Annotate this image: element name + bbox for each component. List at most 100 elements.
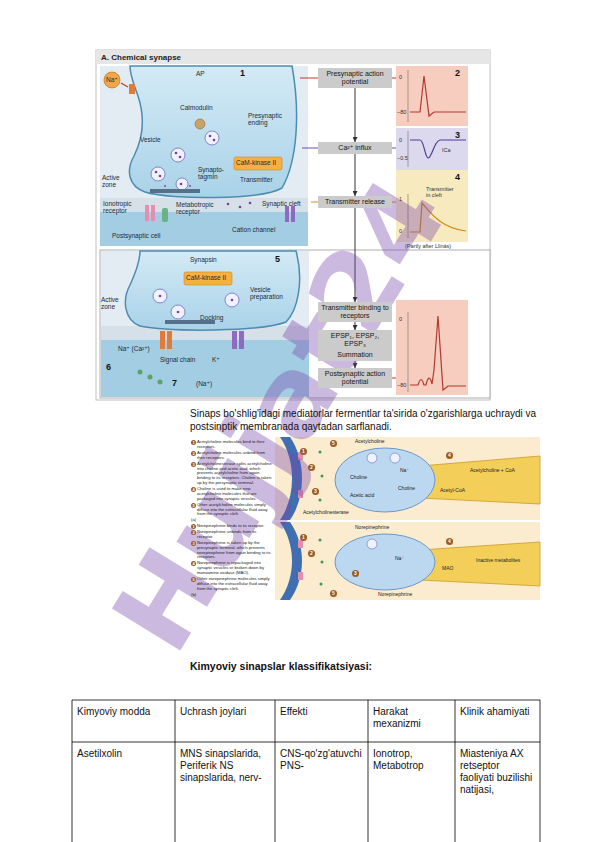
callout-number: 2	[455, 68, 460, 78]
callout-number: 5	[330, 590, 337, 597]
flow-arrow	[355, 208, 356, 302]
presynaptic-illustration	[145, 205, 149, 221]
diagram-label: Inactive metabolites	[476, 558, 528, 564]
diagram-label: Acetylcholinesterase	[303, 510, 349, 516]
norepinephrine-illustration	[420, 542, 540, 586]
axis-label: 0	[399, 137, 402, 143]
diagram-label: Ionotropic receptor	[103, 200, 141, 215]
presynaptic-illustration	[176, 178, 188, 190]
lower-illustration	[158, 380, 163, 385]
process-box: Summation	[318, 349, 392, 361]
axis-label: 1	[399, 196, 402, 202]
signal-graph	[408, 194, 409, 238]
callout-number: 4	[455, 172, 460, 182]
presynaptic-illustration	[164, 185, 166, 187]
lower-illustration	[239, 331, 244, 349]
pointer-line	[392, 378, 396, 379]
lower-illustration	[153, 289, 167, 303]
box-text: Ca²⁺ influx	[320, 144, 390, 152]
list-text: Norepinephrine is repackaged into synapt…	[197, 561, 273, 575]
lower-illustration	[177, 311, 180, 314]
pointer-line	[392, 202, 396, 203]
callout-number: 3	[312, 488, 319, 495]
list-number: 5	[191, 503, 196, 508]
diagram-label: Na⁺	[400, 468, 409, 474]
diagram-label: Calmodulin	[180, 104, 213, 111]
signal-graph	[396, 170, 468, 242]
list-number: 1	[191, 524, 196, 529]
presynaptic-illustration	[209, 135, 212, 138]
table-cell: Asetilxolin	[77, 748, 172, 760]
table-cell: Harakat mexanizmi	[373, 706, 451, 730]
process-box: Ca²⁺ influx	[318, 142, 392, 154]
axis-label: −0.5	[397, 155, 408, 161]
signal-graph	[396, 128, 468, 170]
norepinephrine-illustration	[275, 522, 540, 600]
diagram-label: CaM-kinase II	[186, 274, 230, 281]
signal-graph	[408, 70, 409, 122]
presynaptic-illustration	[205, 131, 219, 145]
figure-title: A. Chemical synapse	[101, 53, 181, 62]
table-grid	[72, 700, 540, 701]
callout-number: 5	[330, 440, 337, 447]
diagram-label: MAO	[442, 566, 453, 572]
table-grid	[72, 742, 540, 743]
presynaptic-illustration	[227, 203, 230, 206]
list-number: 1	[191, 440, 196, 445]
norepinephrine-illustration	[335, 534, 435, 590]
box-text: Presynaptic action potential	[320, 70, 390, 86]
callout-number: 3	[455, 130, 460, 140]
table-grid	[175, 700, 176, 842]
callout-number: 7	[172, 378, 177, 388]
presynaptic-illustration	[155, 171, 158, 174]
norepinephrine-illustration	[367, 539, 377, 549]
list-text: (b)	[191, 593, 196, 598]
table-cell: Miasteniya AX retseptor faoliyati buzili…	[460, 748, 536, 796]
axis-label: (Partly after Llinás)	[405, 243, 451, 249]
diagram-label: Na⁺ (Ca²⁺)	[118, 345, 150, 352]
signal-graph	[410, 76, 466, 116]
axis-label: Transmitter in cleft	[426, 186, 456, 199]
presynaptic-illustration	[175, 152, 178, 155]
box-text: Summation	[320, 351, 390, 359]
lower-illustration	[160, 331, 165, 349]
signal-graph	[410, 316, 466, 390]
lower-illustration	[101, 340, 309, 397]
flow-arrow	[355, 88, 356, 142]
axis-label: −80	[397, 382, 406, 388]
presynaptic-illustration	[239, 206, 242, 209]
lower-illustration	[148, 375, 153, 380]
figure-frame	[96, 50, 490, 64]
table-cell: Uchrash joylari	[180, 706, 270, 718]
callout-number: 2	[308, 464, 315, 471]
table-grid	[72, 700, 73, 842]
presynaptic-illustration	[100, 66, 308, 246]
lower-illustration	[100, 250, 490, 398]
callout-number: 6	[106, 362, 111, 372]
acetylcholine-illustration	[319, 451, 322, 454]
axis-label: ICa	[442, 147, 451, 153]
table-grid	[72, 700, 540, 842]
presynaptic-illustration	[213, 139, 216, 142]
process-box: Transmitter binding to receptors	[318, 302, 392, 322]
acetylcholine-illustration	[280, 437, 302, 520]
presynaptic-illustration	[171, 148, 185, 162]
diagram-label: K⁺	[212, 356, 220, 363]
diagram-label: Metabotropic receptor	[176, 201, 220, 216]
axis-label: 0	[399, 74, 402, 80]
norepinephrine-illustration	[298, 572, 303, 580]
acetylcholine-illustration	[319, 499, 322, 502]
norepinephrine-illustration	[321, 561, 324, 564]
callout-number: 1	[300, 534, 307, 541]
callout-number: 1	[300, 448, 307, 455]
signal-graph	[408, 131, 409, 167]
diagram-label: Cation channel	[232, 226, 275, 233]
lower-illustration	[138, 370, 143, 375]
list-number: 3	[191, 541, 196, 546]
box-text: EPSP₁, EPSP₂, EPSP₃	[320, 332, 390, 348]
list-text: Norepinephrine unbinds from its receptor…	[197, 530, 273, 540]
diagram-label: Norepinephrine	[355, 525, 389, 531]
acetylcholine-illustration	[298, 490, 303, 498]
diagram-label: Synaptic cleft	[262, 200, 301, 207]
